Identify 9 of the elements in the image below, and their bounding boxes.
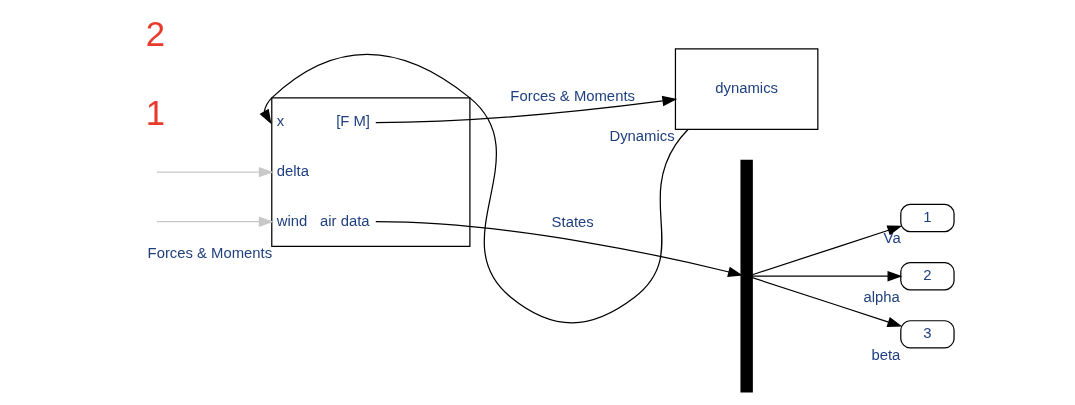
node-label: alpha bbox=[862, 288, 900, 305]
node-label: Dynamics bbox=[608, 128, 675, 145]
edge-label: Forces & Moments bbox=[509, 88, 635, 105]
node-label: beta bbox=[871, 346, 900, 363]
label: 2 bbox=[145, 14, 165, 53]
node-label: Va bbox=[883, 230, 901, 247]
label: 1 bbox=[145, 93, 165, 132]
edge-label: States bbox=[551, 214, 594, 231]
node-label: Forces & Moments bbox=[147, 245, 272, 262]
